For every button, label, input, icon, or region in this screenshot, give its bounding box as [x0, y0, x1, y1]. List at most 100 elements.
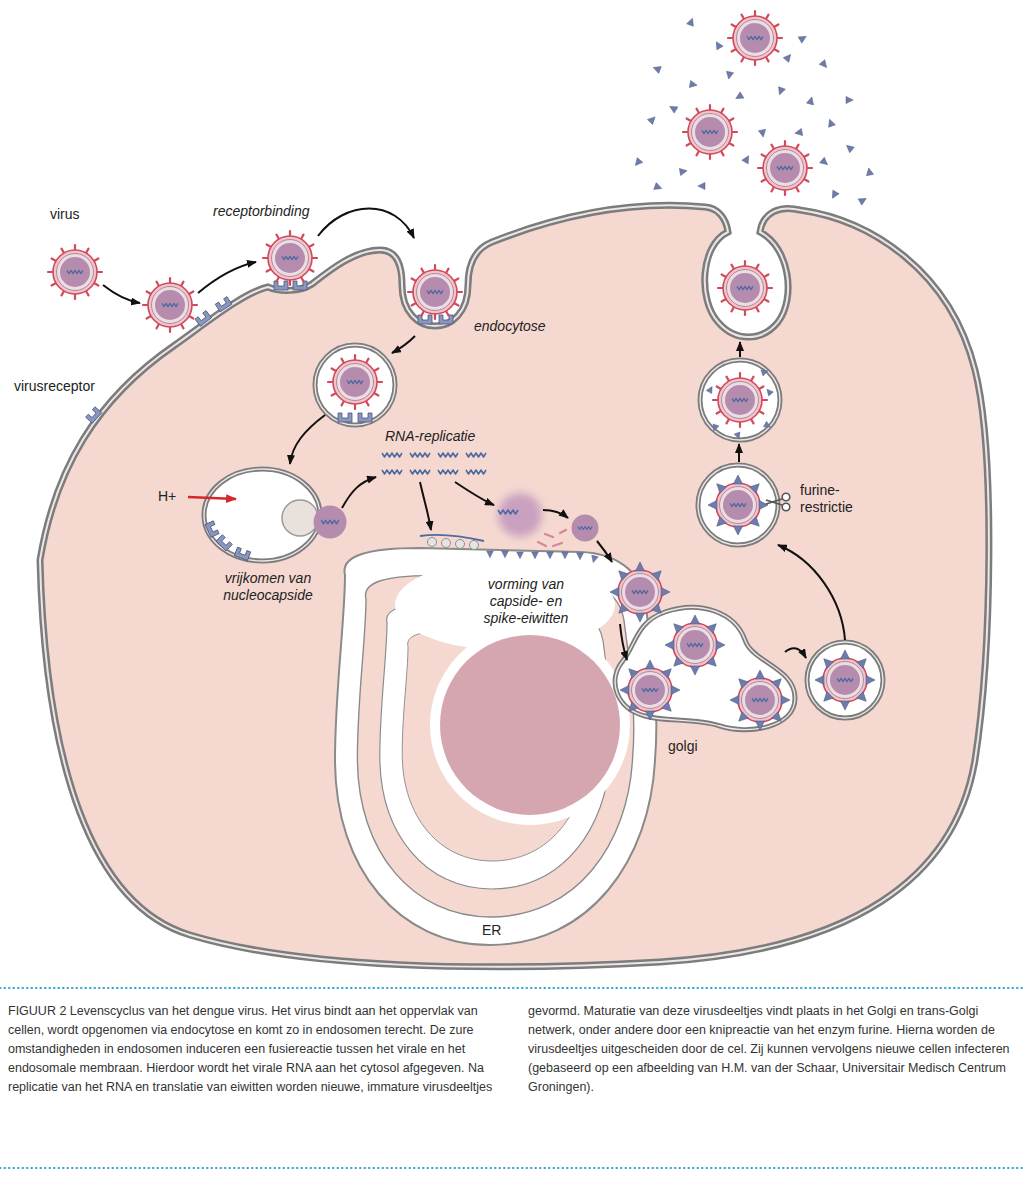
pr-peptide — [698, 182, 705, 189]
caption-rule — [0, 1167, 1024, 1169]
virus-receptor — [439, 315, 453, 324]
golgi-apparatus — [615, 607, 795, 729]
pr-peptide — [679, 167, 687, 175]
pr-peptide — [689, 80, 697, 88]
virus-receptor — [86, 407, 102, 423]
caption-rule — [0, 987, 1024, 989]
pr-peptide — [652, 64, 661, 73]
pr-peptide — [668, 103, 678, 113]
virus-receptor — [215, 297, 232, 312]
nucleocapsid — [498, 493, 542, 537]
ribosome — [442, 539, 451, 548]
virus-particle — [620, 660, 680, 720]
ion-label: H+ — [158, 488, 176, 505]
scissors-symbol — [782, 493, 790, 501]
step-label: RNA-replicatie — [385, 428, 475, 445]
virus-particle — [718, 261, 772, 315]
pr-peptide — [858, 195, 868, 205]
viral-rna — [382, 470, 402, 474]
virus-receptor — [205, 413, 372, 560]
proton-arrow — [188, 497, 236, 499]
organelle-label: golgi — [668, 738, 698, 755]
virus-particle — [708, 475, 768, 535]
part-label: virusreceptor — [14, 378, 95, 395]
pr-peptide — [734, 92, 744, 102]
viral-rna — [410, 453, 430, 457]
viral-rna — [410, 470, 430, 474]
spike-protein — [532, 552, 539, 559]
virus-receptor — [216, 535, 232, 551]
virus-particle — [683, 105, 737, 159]
proton-arrow — [188, 497, 236, 499]
pr-peptide — [713, 40, 723, 50]
ribosome — [428, 538, 437, 547]
virus-receptor — [418, 315, 432, 324]
spike-protein — [487, 551, 494, 558]
pr-peptide — [846, 96, 853, 103]
viral-rna — [438, 453, 458, 457]
pr-peptide — [829, 190, 839, 200]
pr-peptide — [706, 385, 715, 394]
pathway-arrow — [738, 444, 740, 462]
pr-peptide — [865, 167, 873, 175]
pathway-arrow — [342, 477, 376, 508]
golgi-apparatus — [615, 607, 795, 729]
step-label: vorming van capside- en spike-eiwitten — [476, 576, 576, 627]
spike-protein — [590, 555, 598, 563]
figure-caption: FIGUUR 2 Levenscyclus van het dengue vir… — [8, 1002, 1016, 1097]
pathway-arrow — [198, 262, 256, 293]
pr-peptide — [819, 60, 829, 70]
spike-protein — [562, 552, 569, 559]
vesicle — [698, 465, 778, 545]
virus-receptor — [338, 413, 352, 422]
virus-receptor — [293, 281, 307, 290]
pathway-arrow — [455, 482, 494, 505]
step-label: vrijkomen van nucleocapside — [212, 570, 324, 604]
scissors-symbol — [766, 499, 782, 505]
virus-particle — [713, 373, 767, 427]
pathway-arrow — [739, 342, 741, 357]
spike-protein — [547, 552, 554, 559]
virus-particle — [48, 245, 102, 299]
ribosome — [470, 541, 479, 550]
fused-virus — [282, 500, 318, 536]
ribosome — [456, 540, 465, 549]
viral-rna — [438, 470, 458, 474]
virus-receptor — [205, 521, 219, 537]
virus-particle — [665, 615, 725, 675]
nucleocapsid — [498, 510, 518, 514]
viral-rna — [382, 453, 486, 474]
part-label: virus — [50, 206, 80, 223]
virus-particle — [408, 265, 462, 319]
vesicle — [315, 345, 395, 425]
pathway-arrow — [392, 336, 415, 353]
virus-particle — [610, 562, 670, 622]
nucleus — [440, 635, 620, 815]
virus-receptor — [195, 311, 212, 327]
pathway-arrow — [543, 510, 568, 518]
virus-particle — [48, 11, 875, 730]
vesicle — [700, 360, 780, 440]
vesicle — [204, 469, 320, 561]
vesicle — [807, 642, 883, 718]
nucleocapsid — [314, 493, 599, 542]
pr-peptide — [647, 114, 657, 124]
organelle-label: ER — [482, 922, 501, 939]
step-label: receptorbinding — [213, 203, 310, 220]
pathway-arrow — [318, 209, 414, 239]
enzyme-label: furine- restrictie — [800, 482, 878, 516]
vesicle — [698, 465, 778, 545]
vesicle — [204, 345, 883, 718]
virus-particle — [263, 231, 317, 285]
vesicle — [315, 345, 395, 425]
nucleocapsid — [314, 506, 347, 539]
endoplasmic-reticulum — [430, 625, 630, 825]
virus-particle — [815, 650, 875, 710]
pathway-arrow — [290, 415, 325, 464]
virus-receptor — [358, 413, 372, 422]
pr-peptide — [776, 87, 785, 96]
pathway-arrow — [597, 541, 612, 562]
nucleocapsid — [498, 493, 542, 537]
pr-peptide — [742, 154, 752, 164]
scissors-symbol — [782, 503, 790, 511]
